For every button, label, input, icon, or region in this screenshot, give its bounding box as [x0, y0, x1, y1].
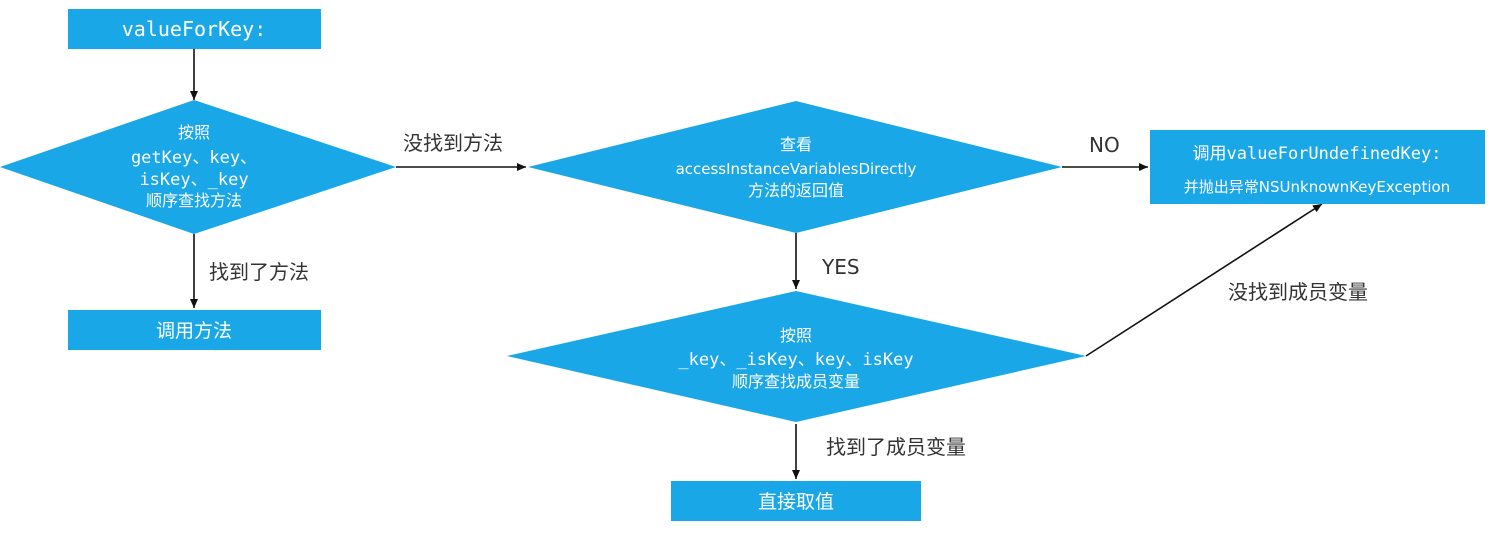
- start-node: [68, 9, 321, 49]
- check-methods-line-3: isKey、_key: [139, 170, 248, 190]
- check-access-decision: [528, 101, 1062, 233]
- undefined-key-line-1-prefix: 调用: [1193, 144, 1227, 164]
- check-access-line-3: 方法的返回值: [748, 181, 844, 200]
- watermark: 掘金技术社区 @ 周聪...: [1220, 509, 1432, 533]
- check-methods-line-2: getKey、key、: [131, 148, 257, 168]
- check-access-line-2: accessInstanceVariablesDirectly: [676, 160, 917, 178]
- check-methods-line-4: 顺序查找方法: [146, 191, 242, 210]
- label-no: NO: [1089, 133, 1120, 157]
- check-methods-decision: [0, 100, 396, 234]
- label-yes: YES: [821, 255, 860, 279]
- call-method-node: [68, 310, 321, 350]
- get-value-label: 直接取值: [758, 491, 834, 513]
- check-vars-line-1: 按照: [780, 326, 812, 345]
- check-vars-line-3: 顺序查找成员变量: [732, 372, 860, 391]
- undefined-key-line-1-code: valueForUndefinedKey:: [1227, 144, 1442, 164]
- undefined-key-node: [1150, 130, 1485, 204]
- check-vars-line-2: _key、_isKey、key、isKey: [678, 350, 913, 370]
- get-value-node: [671, 481, 921, 521]
- label-method-found: 找到了方法: [209, 260, 309, 284]
- label-method-not-found: 没找到方法: [403, 131, 503, 155]
- call-method-label: 调用方法: [156, 320, 232, 342]
- edge-check-vars-to-undefined-key: [1085, 203, 1323, 357]
- check-access-line-1: 查看: [780, 135, 812, 154]
- undefined-key-line-1: 调用valueForUndefinedKey:: [1193, 144, 1442, 164]
- label-var-not-found: 没找到成员变量: [1228, 280, 1368, 304]
- label-var-found: 找到了成员变量: [826, 435, 966, 459]
- start-node-label: valueForKey:: [122, 17, 267, 41]
- check-methods-line-1: 按照: [178, 123, 210, 142]
- undefined-key-line-2: 并抛出异常NSUnknownKeyException: [1184, 178, 1450, 196]
- check-vars-decision: [507, 291, 1086, 422]
